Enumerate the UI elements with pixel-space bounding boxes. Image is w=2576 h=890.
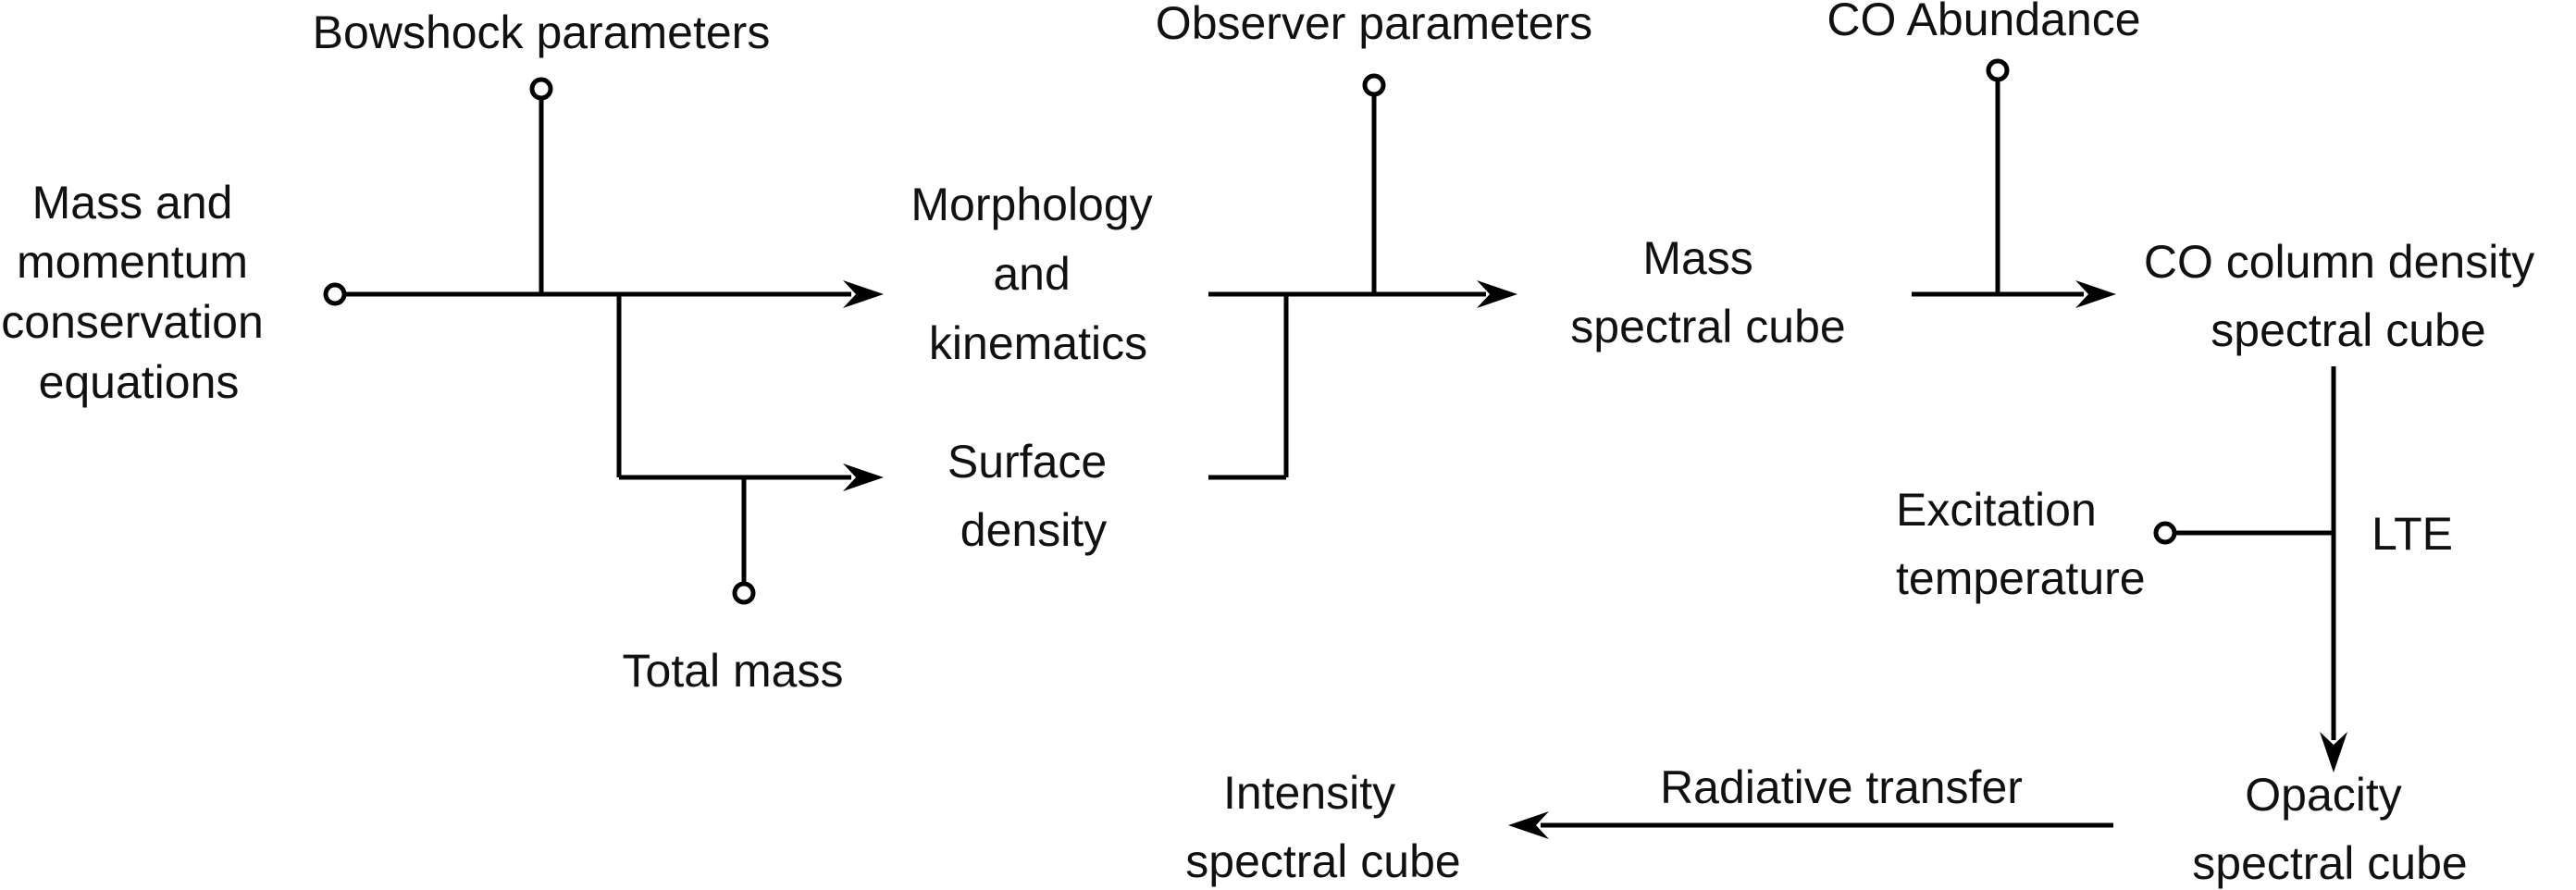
node-observer-parameters: Observer parameters xyxy=(1156,0,1592,49)
node-morphology-kinematics: Morphology and kinematics xyxy=(910,179,1165,369)
arrowhead-to-intensity xyxy=(1508,811,1549,839)
node-line: LTE xyxy=(2372,508,2453,560)
terminal-total-mass xyxy=(732,581,756,605)
connectors xyxy=(335,78,2347,839)
node-line: spectral cube xyxy=(1185,835,1460,887)
arrowhead-to-mass-cube xyxy=(1477,280,1517,308)
arrowhead-to-morphology xyxy=(843,280,884,308)
terminal-co-abundance xyxy=(1986,58,2010,82)
node-line: spectral cube xyxy=(2192,837,2467,889)
node-line: equations xyxy=(39,356,240,408)
terminal-mass-equations xyxy=(323,282,347,306)
node-line: CO Abundance xyxy=(1827,0,2140,45)
node-line: and xyxy=(993,248,1070,300)
terminals xyxy=(323,58,2177,605)
node-line: Surface xyxy=(947,436,1107,488)
node-line: Excitation xyxy=(1896,484,2097,536)
node-line: momentum xyxy=(17,236,248,288)
node-line: Radiative transfer xyxy=(1660,761,2023,813)
node-co-abundance: CO Abundance xyxy=(1827,0,2140,45)
node-total-mass: Total mass xyxy=(623,645,844,697)
node-line: Mass and xyxy=(32,177,233,229)
arrowhead-to-opacity xyxy=(2320,732,2347,773)
node-line: spectral cube xyxy=(2211,304,2485,356)
node-mass-equations: Mass and momentum conservation equations xyxy=(1,177,276,408)
node-excitation-temperature: Excitation temperature xyxy=(1896,484,2146,604)
node-line: temperature xyxy=(1896,552,2146,604)
node-line: Opacity xyxy=(2245,769,2402,821)
node-line: CO column density xyxy=(2144,236,2534,288)
node-line: Total mass xyxy=(623,645,844,697)
edge-radiative-transfer: Radiative transfer xyxy=(1660,761,2023,813)
arrowhead-to-co-column xyxy=(2075,280,2116,308)
node-opacity-spectral-cube: Opacity spectral cube xyxy=(2192,769,2467,889)
node-line: Intensity xyxy=(1223,767,1395,819)
node-intensity-spectral-cube: Intensity spectral cube xyxy=(1185,767,1460,887)
node-lte: LTE xyxy=(2372,508,2453,560)
node-co-column-density: CO column density spectral cube xyxy=(2144,236,2547,356)
terminal-excitation xyxy=(2153,521,2177,545)
node-line: kinematics xyxy=(929,317,1147,369)
node-line: density xyxy=(960,504,1107,556)
node-line: Mass xyxy=(1642,232,1752,284)
node-line: conservation xyxy=(1,296,264,348)
node-surface-density: Surface density xyxy=(947,436,1120,556)
node-mass-spectral-cube: Mass spectral cube xyxy=(1570,232,1845,352)
arrowhead-to-surface xyxy=(843,464,884,491)
node-line: spectral cube xyxy=(1570,301,1845,352)
node-line: Observer parameters xyxy=(1156,0,1592,49)
node-bowshock-parameters: Bowshock parameters xyxy=(313,6,771,58)
node-line: Morphology xyxy=(910,179,1152,230)
terminal-bowshock xyxy=(529,77,553,101)
node-line: Bowshock parameters xyxy=(313,6,771,58)
terminal-observer xyxy=(1362,73,1386,97)
